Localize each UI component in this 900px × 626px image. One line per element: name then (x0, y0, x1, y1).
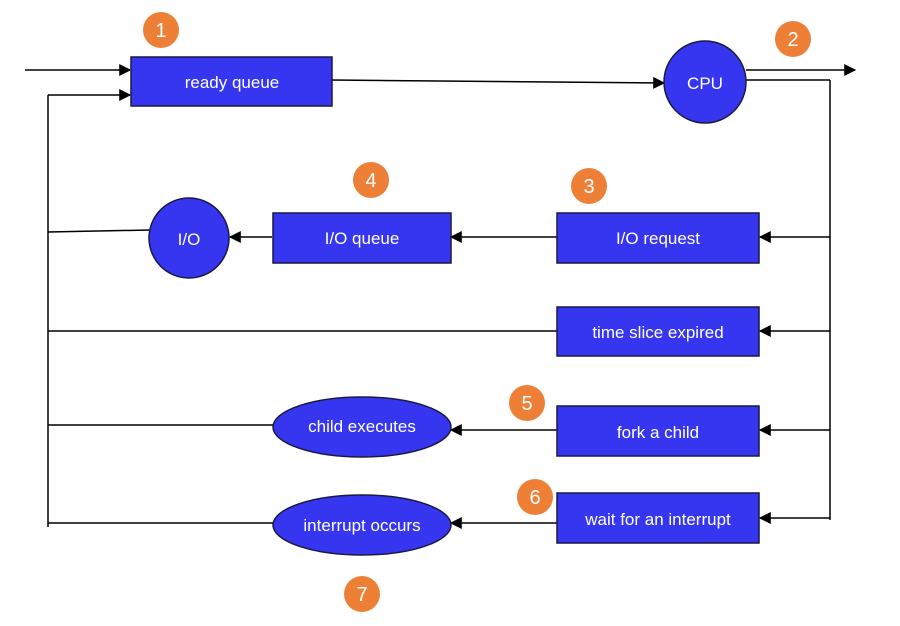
step-badge-7-label: 7 (356, 584, 367, 606)
step-badge-4-label: 4 (365, 170, 376, 192)
io-request-box: I/O request (556, 212, 760, 264)
io-node: I/O (148, 197, 230, 279)
step-badge-3: 3 (571, 168, 607, 204)
ready-to-cpu-arrow (331, 76, 666, 89)
ready-queue-label: ready queue (185, 73, 280, 92)
cpu-label: CPU (687, 74, 723, 93)
time-slice-expired-box: time slice expired (556, 306, 760, 357)
step-badge-2: 2 (775, 21, 811, 57)
step-badge-1: 1 (143, 12, 179, 48)
io-queue-label: I/O queue (325, 229, 400, 248)
step-badge-7: 7 (344, 576, 380, 612)
step-badge-6: 6 (517, 479, 553, 515)
io-to-bus-line (47, 229, 151, 233)
io-label: I/O (178, 230, 201, 249)
fork-a-child-label: fork a child (617, 423, 699, 442)
time-slice-expired-label: time slice expired (592, 323, 723, 342)
ready-queue-box: ready queue (130, 56, 333, 107)
step-badge-3-label: 3 (583, 176, 594, 198)
child-executes-node: child executes (272, 396, 452, 458)
step-badge-4: 4 (353, 162, 389, 198)
cpu-node: CPU (663, 40, 747, 124)
interrupt-occurs-node: interrupt occurs (272, 494, 452, 556)
io-queue-box: I/O queue (272, 212, 452, 264)
step-badge-2-label: 2 (787, 29, 798, 51)
connectors (25, 64, 857, 529)
step-badge-5-label: 5 (521, 393, 532, 415)
fork-a-child-box: fork a child (556, 405, 760, 457)
child-executes-label: child executes (308, 417, 416, 436)
io-request-label: I/O request (616, 229, 700, 248)
wait-for-interrupt-box: wait for an interrupt (556, 492, 760, 544)
wait-for-interrupt-label: wait for an interrupt (584, 510, 731, 529)
interrupt-occurs-label: interrupt occurs (303, 516, 420, 535)
step-badge-1-label: 1 (155, 20, 166, 42)
step-badge-5: 5 (509, 385, 545, 421)
step-badge-6-label: 6 (529, 487, 540, 509)
